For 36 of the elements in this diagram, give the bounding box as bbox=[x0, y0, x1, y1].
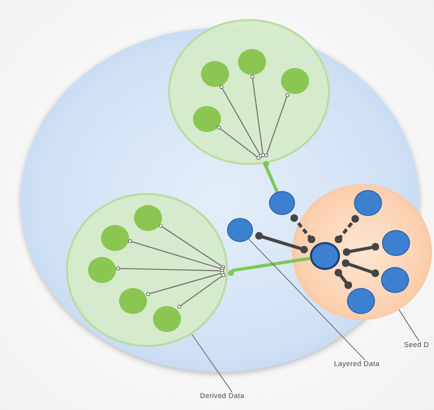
data-dot bbox=[238, 49, 266, 75]
connector bbox=[342, 242, 380, 256]
connector bbox=[334, 214, 359, 244]
connector bbox=[220, 84, 263, 158]
connector bbox=[128, 239, 224, 271]
leader-line bbox=[191, 334, 232, 392]
data-dot bbox=[134, 205, 162, 231]
connector bbox=[232, 256, 310, 272]
connector bbox=[255, 232, 308, 254]
connector bbox=[158, 224, 226, 270]
connector bbox=[290, 214, 316, 244]
connector bbox=[116, 266, 224, 273]
data-dot bbox=[88, 257, 116, 283]
connector bbox=[264, 164, 279, 193]
connector bbox=[334, 268, 352, 289]
connector bbox=[177, 273, 226, 309]
data-node-circle bbox=[269, 191, 295, 215]
leader-line bbox=[248, 238, 366, 360]
data-node-circle bbox=[354, 190, 382, 216]
central-node-circle bbox=[310, 242, 340, 270]
data-dot bbox=[193, 106, 221, 132]
data-dot bbox=[101, 225, 129, 251]
data-dot bbox=[281, 68, 309, 94]
leader-line bbox=[398, 309, 420, 342]
data-dot bbox=[201, 61, 229, 87]
data-dot bbox=[153, 306, 181, 332]
data-dot bbox=[119, 288, 147, 314]
connector bbox=[146, 270, 224, 296]
data-node-circle bbox=[347, 288, 375, 314]
connector bbox=[264, 93, 290, 158]
data-node-circle bbox=[227, 218, 253, 242]
connector bbox=[250, 74, 266, 158]
data-node-circle bbox=[382, 230, 410, 256]
connector bbox=[217, 126, 260, 160]
connector bbox=[342, 259, 380, 278]
data-node-circle bbox=[381, 267, 409, 293]
